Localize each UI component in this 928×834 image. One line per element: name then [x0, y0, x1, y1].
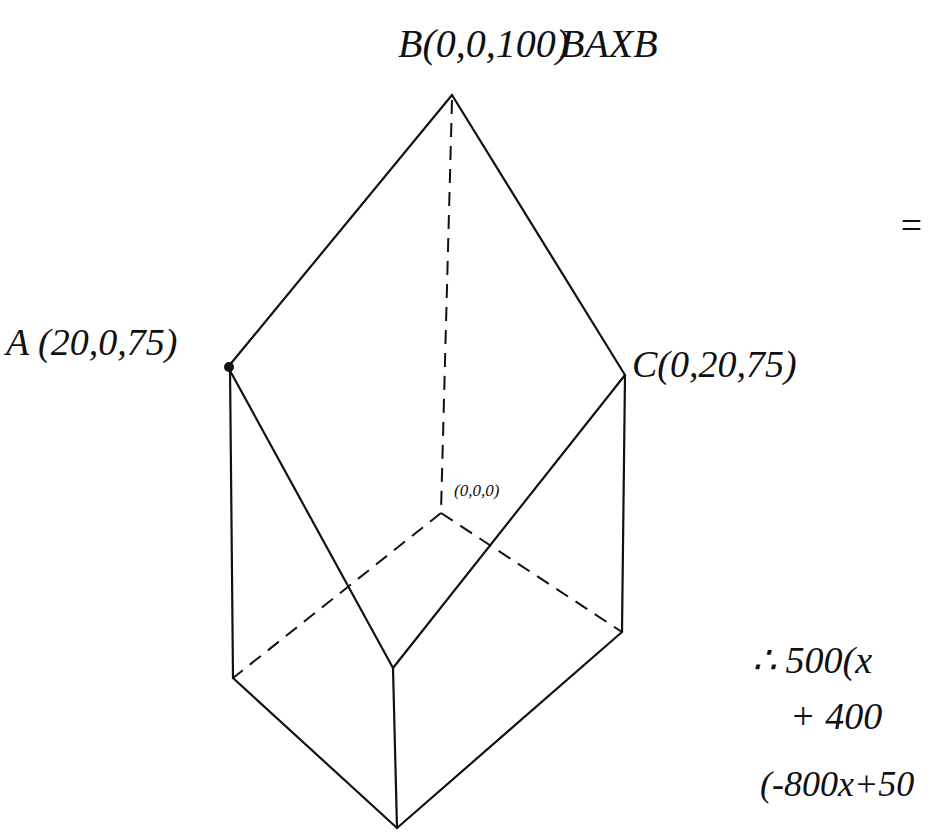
hidden-edge [233, 513, 441, 678]
edge-line [393, 668, 397, 828]
hidden-edge [441, 100, 452, 511]
coordinate-label: BAXB [560, 22, 658, 66]
coordinate-label: C(0,20,75) [632, 344, 797, 386]
coordinate-label: + 400 [790, 696, 882, 738]
coordinate-label: (0,0,0) [454, 482, 499, 501]
edge-line [228, 367, 393, 668]
coordinate-label: (-800x+50 [760, 765, 914, 805]
coordinate-label: = [898, 205, 924, 247]
hidden-edge [441, 513, 622, 632]
edge-line [393, 375, 625, 668]
vertex-dot [224, 362, 234, 372]
coordinate-label: B(0,0,100) [398, 22, 569, 66]
edge-line [228, 95, 452, 367]
edge-line [230, 367, 233, 678]
coordinate-label: ∴ 500(x [752, 640, 872, 682]
edge-line [397, 632, 622, 828]
edge-line [452, 95, 625, 375]
edge-line [233, 678, 397, 828]
coordinate-label: A (20,0,75) [6, 322, 177, 364]
edge-line [622, 375, 625, 632]
